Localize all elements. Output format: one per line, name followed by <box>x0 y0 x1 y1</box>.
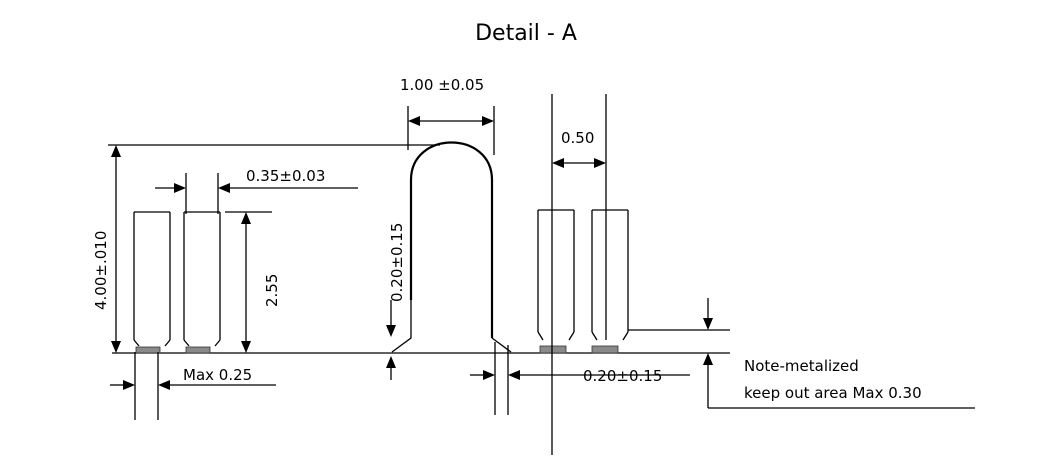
note-line-2: keep out area Max 0.30 <box>744 384 922 402</box>
right-lead-1 <box>537 209 575 354</box>
dim-lead-height: 2.55 <box>225 211 281 353</box>
note-line-1: Note-metalized <box>744 357 859 375</box>
dim-keepout: Note-metalized keep out area Max 0.30 <box>628 298 975 409</box>
center-tab <box>391 141 512 353</box>
dim-lead-height-label: 2.55 <box>263 274 281 307</box>
dim-lead-width-label: 0.35±0.03 <box>246 167 325 185</box>
dim-total-height: 4.00±.010 <box>92 144 440 353</box>
dim-top-width: 1.00 ±0.05 <box>400 76 495 155</box>
dim-pad-width-label: Max 0.25 <box>183 366 252 384</box>
right-lead-2 <box>591 209 629 354</box>
dim-gap-right: 0.20±0.15 <box>470 342 690 415</box>
left-lead-2 <box>183 211 221 354</box>
dim-gap-left-label: 0.20±0.15 <box>388 223 406 302</box>
dim-pitch: 0.50 <box>551 94 607 455</box>
dim-total-height-label: 4.00±.010 <box>92 231 110 310</box>
left-lead-1 <box>133 211 171 354</box>
dim-pad-width: Max 0.25 <box>110 352 276 420</box>
dim-top-width-label: 1.00 ±0.05 <box>400 76 484 94</box>
drawing-title: Detail - A <box>475 21 577 46</box>
dim-gap-right-label: 0.20±0.15 <box>583 367 662 385</box>
dim-pitch-label: 0.50 <box>561 129 594 147</box>
dim-lead-width: 0.35±0.03 <box>155 167 358 214</box>
dim-gap-left: 0.20±0.15 <box>386 223 406 380</box>
